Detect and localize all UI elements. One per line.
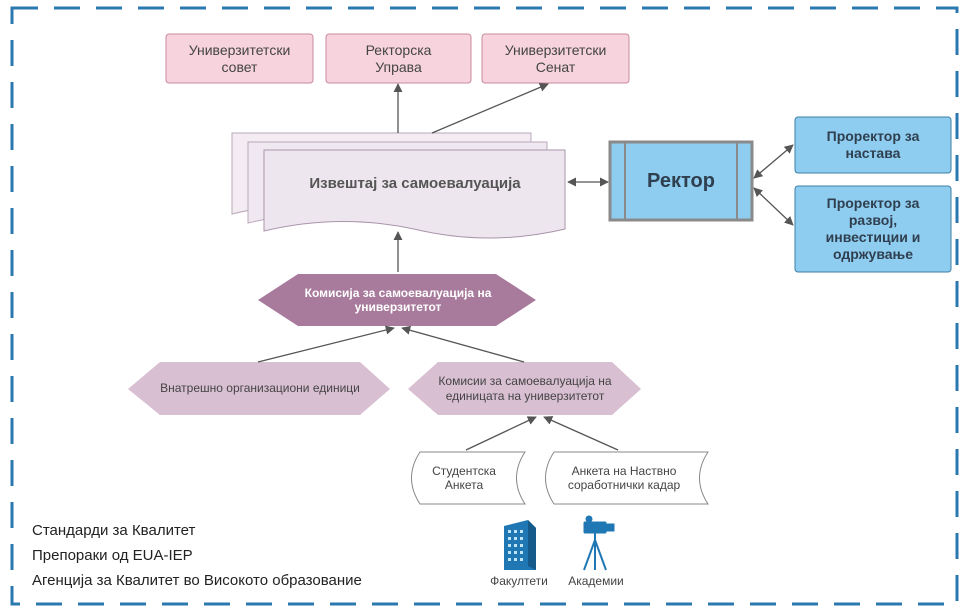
dashed-frame: [10, 6, 959, 606]
faculties-caption: Факултети: [490, 574, 548, 588]
university-council-label: Универзитетски совет: [188, 41, 291, 75]
rector-box: [608, 140, 754, 222]
academies-caption: Академии: [568, 574, 624, 588]
note-quality-agency: Агенција за Квалитет во Високото образов…: [32, 572, 362, 589]
building-icon: [504, 520, 536, 570]
arrow-unitcomm-to-commission: [401, 325, 525, 363]
unit-commissions-hexagon: [408, 362, 641, 415]
rector-label: Ректор: [647, 170, 715, 192]
camera-tripod-icon: [583, 515, 615, 571]
internal-units-hexagon: [128, 362, 390, 415]
box-university-council: [165, 33, 314, 84]
commission-main-label: Комисија за самоевалуација на универзите…: [304, 285, 492, 314]
arrow-rector-prorector-teaching: [753, 144, 794, 179]
student-survey-label: Студентска Анкета: [432, 463, 496, 492]
university-senate-label: Универзитетски Сенат: [504, 41, 607, 75]
arrow-report-to-senate: [431, 82, 549, 134]
report-label: Извештај за самоевалуација: [309, 175, 521, 192]
box-university-senate: [481, 33, 630, 84]
report-doc-front: [263, 149, 566, 239]
arrow-internal-to-commission: [257, 325, 395, 363]
arrow-staff-survey-to-unitcomm: [543, 416, 619, 451]
prorector-development-label: Проректор за развој, инвестиции и одржув…: [825, 195, 921, 262]
student-survey-shape: [411, 451, 526, 505]
rector-board-label: Ректорска Управа: [365, 41, 432, 75]
note-eua-iep: Препораки од EUA-IEP: [32, 547, 193, 564]
note-quality-standards: Стандарди за Квалитет: [32, 522, 196, 539]
prorector-teaching-label: Проректор за настава: [826, 128, 920, 161]
arrow-rector-prorector-development: [753, 187, 794, 226]
commission-main-hexagon: [258, 274, 536, 326]
staff-survey-label: Анкета на Наствно соработнички кадар: [567, 463, 681, 492]
arrow-student-survey-to-unitcomm: [465, 416, 537, 451]
prorector-development-box: [794, 185, 952, 273]
unit-commissions-label: Комисии за самоевалуација на единицата н…: [438, 374, 612, 403]
internal-units-label: Внатрешно организациони единици: [160, 381, 360, 396]
staff-survey-shape: [545, 451, 709, 505]
prorector-teaching-box: [794, 116, 952, 174]
box-rector-board: [325, 33, 472, 84]
